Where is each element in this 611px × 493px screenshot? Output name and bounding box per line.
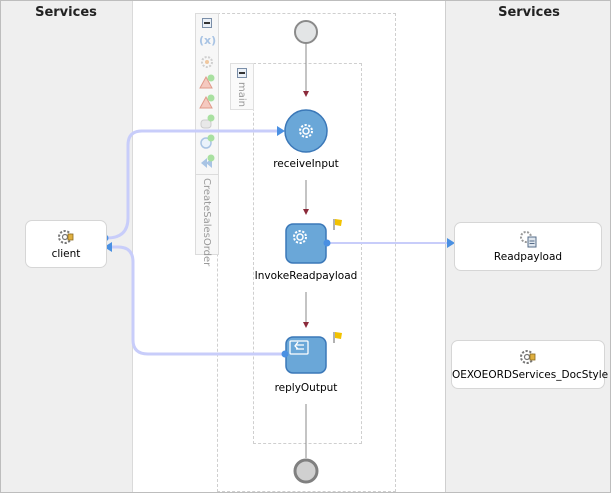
- link-arrow: [447, 238, 455, 248]
- correlation-gear-icon[interactable]: [199, 54, 215, 70]
- receive-activity-shape[interactable]: [284, 109, 328, 153]
- service-oexoeordservices[interactable]: OEXOEORDServices_DocStyle: [451, 340, 609, 389]
- link-arrow: [104, 242, 112, 252]
- main-scope: [253, 63, 362, 444]
- end-node[interactable]: [293, 458, 319, 484]
- left-lane-title: Services: [35, 5, 97, 20]
- service-client-label: client: [51, 248, 81, 260]
- flow-arrow: [303, 91, 309, 97]
- file-adapter-icon: [520, 231, 537, 248]
- reply-icon: [289, 340, 309, 355]
- gear-icon: [293, 230, 307, 244]
- link-arrow: [277, 126, 285, 136]
- main-scope-header: main: [230, 63, 254, 110]
- right-lane-title: Services: [498, 5, 560, 20]
- gear-icon: [299, 124, 313, 138]
- termination-add-icon[interactable]: [199, 154, 215, 170]
- process-name-label: CreateSalesOrder: [201, 178, 212, 267]
- service-oexoeordservices-label: OEXOEORDServices_DocStyle: [452, 369, 609, 381]
- invoke-activity-shape[interactable]: [285, 223, 331, 264]
- web-service-gear-icon: [520, 350, 536, 364]
- flag-icon: [333, 332, 342, 343]
- flow-arrow: [303, 209, 309, 215]
- link-client-to-receive[interactable]: [106, 129, 279, 240]
- collapse-process-button[interactable]: [202, 18, 212, 28]
- reply-activity-label[interactable]: replyOutput: [274, 382, 338, 394]
- main-scope-label: main: [236, 82, 247, 107]
- start-node[interactable]: [294, 20, 318, 44]
- fault-handler-add-icon[interactable]: [199, 74, 215, 90]
- web-service-gear-icon: [58, 230, 74, 244]
- service-readpayload[interactable]: Readpayload: [454, 222, 602, 271]
- variables-icon[interactable]: (x): [199, 34, 217, 47]
- compensation-add-icon[interactable]: [199, 114, 215, 130]
- flag-icon: [333, 219, 342, 230]
- flow-arrow: [303, 322, 309, 328]
- collapse-main-button[interactable]: [237, 68, 247, 78]
- invoke-activity-label[interactable]: InvokeReadpayload: [254, 270, 358, 282]
- reply-activity-shape[interactable]: [281, 336, 327, 374]
- receive-activity-label[interactable]: receiveInput: [273, 158, 339, 170]
- service-readpayload-label: Readpayload: [493, 251, 563, 263]
- process-toolbar: (x) CreateSalesOrder: [195, 13, 219, 266]
- alarm-add-icon[interactable]: [199, 134, 215, 150]
- event-handler-add-icon[interactable]: [199, 94, 215, 110]
- service-client[interactable]: client: [25, 220, 107, 268]
- link-reply-to-client[interactable]: [110, 245, 283, 356]
